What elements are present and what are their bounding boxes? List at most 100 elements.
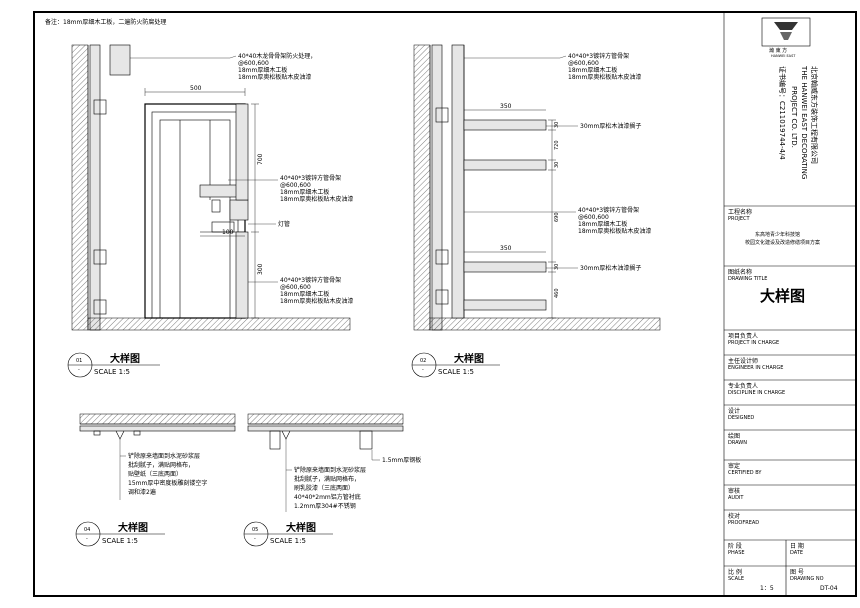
ann-k-2: 批刮腻子，满贴网格布， <box>294 475 360 483</box>
ann-b-4: 18mm厚奥松板贴木皮油漆 <box>280 195 353 203</box>
project-label-en: PROJECT <box>728 216 751 222</box>
row-label-en: DRAWN <box>728 440 747 446</box>
ann-d-1: 40*40*3镀锌方管骨架 <box>280 276 341 284</box>
ann-d-2: @600,600 <box>280 284 311 291</box>
ann-h-1: 30mm厚松木油漆搁子 <box>580 264 641 272</box>
drawing-title: 大样图 <box>760 287 805 305</box>
ann-i-4: 15mm厚中密度板雕刻镂空字 <box>128 479 207 487</box>
dim-gap1: 720 <box>554 140 560 150</box>
scale-label-en: SCALE <box>728 576 744 582</box>
scale-label: 比 例 <box>728 568 742 576</box>
drawing-no-value: DT-04 <box>820 585 838 592</box>
ann-i-5: 调和漆2遍 <box>128 488 156 496</box>
ann-g-3: 18mm厚细木工板 <box>578 220 627 228</box>
ann-d-3: 18mm厚细木工板 <box>280 290 329 298</box>
ann-e-3: 18mm厚细木工板 <box>568 66 617 74</box>
general-note: 备注：18mm厚细木工板，二遍防火防腐处理 <box>45 18 166 26</box>
sheet-border <box>33 11 857 597</box>
project-label: 工程名称 <box>728 208 752 216</box>
dim-niche: 100 <box>222 229 234 236</box>
dim-width: 500 <box>190 85 202 92</box>
ann-k-3: 刷乳胶漆（三底两面） <box>294 484 354 492</box>
dim-depth-lower: 350 <box>500 245 512 252</box>
ann-c-1: 灯管 <box>278 220 290 228</box>
dim-bottom: 460 <box>554 288 560 298</box>
row-label-en: PROJECT IN CHARGE <box>728 340 779 346</box>
company-logo <box>761 17 811 47</box>
drawing-label-en: DRAWING TITLE <box>728 276 767 282</box>
drawing-label: 图纸名称 <box>728 268 752 276</box>
dim-height-upper: 700 <box>257 153 264 165</box>
detail-scale: SCALE 1:5 <box>102 537 138 545</box>
ann-i-2: 批刮腻子，满贴网格布， <box>128 461 194 469</box>
title-block: 瀚 東 方 HANWEI EAST 北京翰威东方装饰工程有限公司 THE HAN… <box>724 17 856 596</box>
detail-number: 02 <box>420 358 426 364</box>
ann-g-2: @600,600 <box>578 214 609 221</box>
svg-text:-: - <box>422 367 424 373</box>
row-label-en: DISCIPLINE IN CHARGE <box>728 390 785 396</box>
row-label: 审定 <box>728 462 740 470</box>
detail-scale: SCALE 1:5 <box>270 537 306 545</box>
dim-height-lower: 300 <box>257 263 264 275</box>
drawing-no-label: 图 号 <box>790 569 804 576</box>
detail-02: 350 30 720 30 690 350 30 460 40*40*3镀锌方管… <box>411 44 661 378</box>
ann-k-1: 铲除原来墙面到水泥砂浆层 <box>294 466 366 474</box>
ann-b-1: 40*40*3镀锌方管骨架 <box>280 174 341 182</box>
date-label: 日 期 <box>790 542 804 550</box>
signature-rows: 项目负责人 PROJECT IN CHARGE 主任设计师 ENGINEER I… <box>724 332 856 526</box>
ann-e-1: 40*40*3镀锌方管骨架 <box>568 52 629 60</box>
detail-01: 500 700 100 300 40*40木龙骨骨架防火处理， @600,600… <box>67 44 353 378</box>
ann-a-2: @600,600 <box>238 60 269 67</box>
phase-label-en: PHASE <box>728 550 745 556</box>
row-label-en: DESIGNED <box>728 415 754 421</box>
ann-e-4: 18mm厚奥松板贴木皮油漆 <box>568 73 641 81</box>
floor-hatch <box>87 317 351 331</box>
detail-05: 1.5mm厚钢板 铲除原来墙面到水泥砂浆层 批刮腻子，满贴网格布， 刷乳胶漆（三… <box>243 413 421 547</box>
svg-text:-: - <box>78 367 80 373</box>
company-name-cn: 北京翰威东方装饰工程有限公司 <box>810 66 819 164</box>
detail-04: 铲除原来墙面到水泥砂浆层 批刮腻子，满贴网格布， 贴壁纸（三底两面） 15mm厚… <box>75 413 236 547</box>
row-label: 项目负责人 <box>728 332 758 340</box>
ann-a-1: 40*40木龙骨骨架防火处理， <box>238 52 316 60</box>
ann-d-4: 18mm厚奥松板贴木皮油漆 <box>280 297 353 305</box>
ann-g-1: 40*40*3镀锌方管骨架 <box>578 206 639 214</box>
row-label-en: ENGINEER IN CHARGE <box>728 365 783 371</box>
logo-sub: HANWEI EAST <box>771 54 796 58</box>
row-label: 设计 <box>728 407 740 415</box>
detail-title: 大样图 <box>110 352 140 365</box>
ann-b-2: @600,600 <box>280 182 311 189</box>
company-name-en1: THE HANWEI EAST DECORATING <box>800 65 808 179</box>
row-label-en: CERTIFIED BY <box>728 470 762 476</box>
dim-shelf1-thk: 30 <box>554 122 560 128</box>
ann-f-1: 30mm厚松木油漆搁子 <box>580 122 641 130</box>
row-label-en: PROOFREAD <box>728 520 759 526</box>
shelf-upper <box>463 119 547 131</box>
ann-i-1: 铲除原来墙面到水泥砂浆层 <box>128 452 200 460</box>
ann-j-1: 1.5mm厚钢板 <box>382 456 421 464</box>
row-label: 绘图 <box>728 432 740 440</box>
detail-title: 大样图 <box>454 352 484 365</box>
ann-a-4: 18mm厚奥松板贴木皮油漆 <box>238 73 311 81</box>
detail-number: 01 <box>76 358 82 364</box>
ann-e-2: @600,600 <box>568 60 599 67</box>
shelf-lower <box>463 261 547 273</box>
ann-b-3: 18mm厚细木工板 <box>280 188 329 196</box>
phase-label: 阶 段 <box>728 542 742 550</box>
ann-i-3: 贴壁纸（三底两面） <box>128 470 182 478</box>
date-label-en: DATE <box>790 550 803 556</box>
certificate-number: 证书编号：C211019744-4/4 <box>778 66 787 160</box>
drawing-no-label-en: DRAWING NO <box>790 576 824 582</box>
logo-text: 瀚 東 方 <box>769 47 787 54</box>
row-label-en: AUDIT <box>728 495 744 501</box>
project-name-1: 东高地青少年科技馆 <box>755 231 800 238</box>
svg-text:-: - <box>86 536 88 542</box>
row-label: 主任设计师 <box>728 357 758 365</box>
company-name-en2: PROJECT CO. LTD. <box>790 86 798 148</box>
ann-g-4: 18mm厚奥松板贴木皮油漆 <box>578 227 651 235</box>
ann-k-4: 40*40*2mm铝方管衬底 <box>294 493 361 501</box>
row-label: 专业负责人 <box>728 382 758 390</box>
ann-a-3: 18mm厚细木工板 <box>238 66 287 74</box>
detail-number: 05 <box>252 527 258 533</box>
dim-shelf3-thk: 30 <box>554 264 560 270</box>
detail-title: 大样图 <box>118 521 148 534</box>
